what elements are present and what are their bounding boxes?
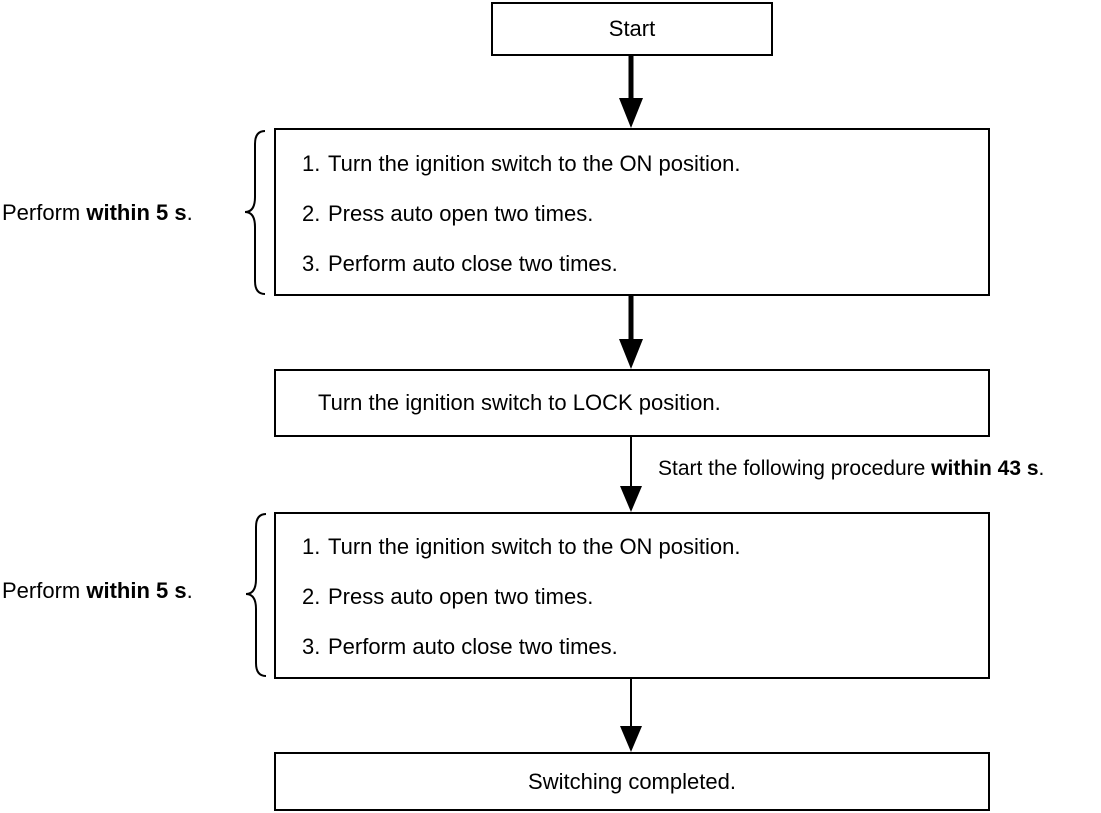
start-label: Start: [608, 16, 656, 41]
lock-label: Turn the ignition switch to LOCK positio…: [318, 390, 721, 415]
transition-note-limit: within 43 s: [931, 457, 1039, 480]
start-box: Start: [491, 2, 773, 56]
transition-note-prefix: Start the following procedure: [658, 457, 932, 480]
lock-box: Turn the ignition switch to LOCK positio…: [274, 369, 990, 437]
block2-step-2: 2.Press auto open two times.: [302, 584, 594, 609]
block2-time-prefix: Perform: [2, 578, 87, 603]
block2-steps-box: 1.Turn the ignition switch to the ON pos…: [274, 512, 990, 679]
block1-steps-box: 1.Turn the ignition switch to the ON pos…: [274, 128, 990, 296]
block2-time-label: Perform within 5 s.: [2, 578, 193, 604]
arrow-block2-to-end: [620, 679, 642, 752]
transition-note: Start the following procedure within 43 …: [658, 457, 1044, 481]
block2-time-suffix: .: [186, 578, 193, 603]
block1-step-list: 1.Turn the ignition switch to the ON pos…: [302, 139, 741, 289]
block1-time-prefix: Perform: [2, 200, 87, 225]
block1-time-limit: within 5 s: [86, 200, 187, 225]
arrow-block1-to-lock: [619, 296, 643, 369]
end-label: Switching completed.: [528, 768, 736, 794]
block1-time-suffix: .: [186, 200, 193, 225]
block1-time-label: Perform within 5 s.: [2, 200, 193, 226]
brace-block1: [244, 130, 266, 295]
block1-step-2: 2.Press auto open two times.: [302, 201, 594, 226]
block1-step-1: 1.Turn the ignition switch to the ON pos…: [302, 151, 741, 176]
arrow-lock-to-block2: [620, 437, 642, 512]
transition-note-suffix: .: [1038, 457, 1045, 480]
block2-step-list: 1.Turn the ignition switch to the ON pos…: [302, 522, 741, 672]
block2-time-limit: within 5 s: [86, 578, 187, 603]
block2-step-3: 3.Perform auto close two times.: [302, 634, 618, 659]
block2-step-1: 1.Turn the ignition switch to the ON pos…: [302, 534, 741, 559]
block1-step-3: 3.Perform auto close two times.: [302, 251, 618, 276]
end-box: Switching completed.: [274, 752, 990, 811]
arrow-start-to-block1: [619, 56, 643, 128]
brace-block2: [245, 513, 267, 677]
